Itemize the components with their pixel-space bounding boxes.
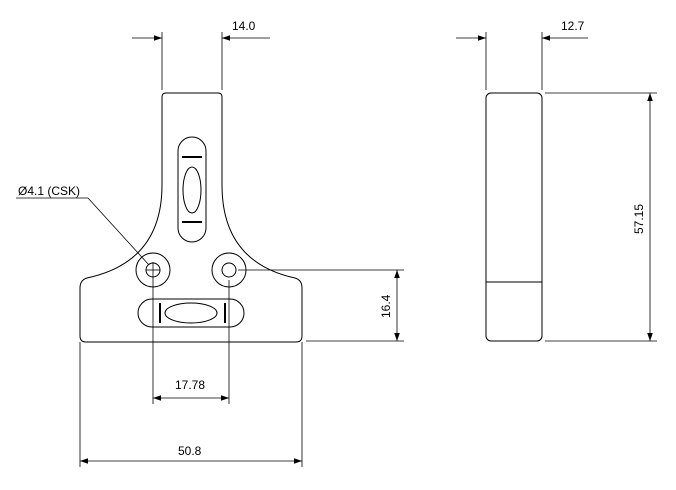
dim-hole-height-label: 16.4 xyxy=(379,294,393,318)
dim-height-label: 57.15 xyxy=(632,204,646,234)
dim-height: 57.15 xyxy=(545,92,657,342)
dim-hole-callout: Ø4.1 (CSK) xyxy=(16,184,150,266)
horizontal-vial xyxy=(137,298,245,328)
dim-overall-width: 50.8 xyxy=(79,342,303,467)
dim-hole-spacing: 17.78 xyxy=(152,262,230,404)
dim-hole-spacing-label: 17.78 xyxy=(175,378,205,392)
front-view: 14.0 Ø4.1 (CSK) 16.4 17.78 xyxy=(16,19,404,467)
dim-hole-callout-label: Ø4.1 (CSK) xyxy=(18,184,80,198)
side-view: 12.7 57.15 xyxy=(456,19,657,342)
dim-thickness: 12.7 xyxy=(456,19,588,90)
vertical-vial xyxy=(177,136,207,243)
dim-overall-width-label: 50.8 xyxy=(178,444,202,458)
dim-stem-width-label: 14.0 xyxy=(232,19,256,33)
dim-hole-height: 16.4 xyxy=(238,269,404,342)
front-body-outline xyxy=(79,92,303,343)
side-body-outline xyxy=(485,92,543,342)
dim-stem-width: 14.0 xyxy=(132,19,270,90)
dim-thickness-label: 12.7 xyxy=(561,19,585,33)
